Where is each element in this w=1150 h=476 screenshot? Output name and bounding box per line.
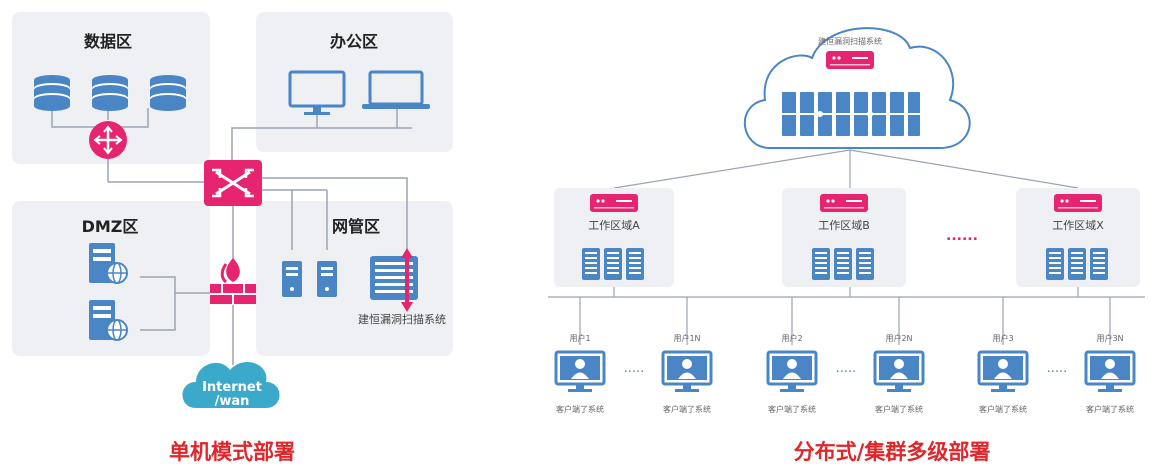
work-zone-label: 工作区域A: [588, 219, 640, 232]
work-zone-label: 工作区域B: [818, 219, 870, 232]
client-label: 客户端了系统: [1086, 404, 1134, 414]
database-icon: [34, 75, 70, 111]
client-label: 客户端了系统: [663, 404, 711, 414]
laptop-icon: [362, 70, 430, 109]
client-ellipsis: .....: [1047, 361, 1068, 376]
client-monitor-icon: [1084, 350, 1136, 394]
router-icon: [89, 121, 127, 159]
client-ellipsis: .....: [836, 361, 857, 376]
right-caption: 分布式/集群多级部署: [794, 440, 991, 464]
server-rack-icon: [812, 248, 874, 280]
client-label: 客户端了系统: [768, 404, 816, 414]
office-zone-title: 办公区: [330, 32, 378, 51]
cloud-scanner-label: 建恒漏洞扫描系统: [818, 36, 882, 46]
work-zone-a: 工作区域A: [554, 188, 674, 287]
client-ellipsis: .....: [624, 361, 645, 376]
user-label: 用户3: [992, 333, 1013, 343]
scanner-label: 建恒漏洞扫描系统: [358, 312, 446, 326]
server-rack-icon: [1046, 248, 1108, 280]
scanner-device-icon: [370, 248, 418, 312]
work-zone-label: 工作区域X: [1052, 219, 1104, 232]
single-mode-diagram: 数据区 办公区 DMZ区 网管区: [12, 12, 453, 464]
distributed-mode-diagram: 建恒漏洞扫描系统: [548, 27, 1145, 464]
client-monitor-icon: [873, 350, 925, 394]
client-label: 客户端了系统: [875, 404, 923, 414]
user-label: 用户1N: [673, 333, 700, 343]
client-monitor-icon: [554, 350, 606, 394]
left-caption: 单机模式部署: [169, 440, 295, 464]
user-label: 用户1: [569, 333, 590, 343]
appliance-icon: [1054, 194, 1102, 212]
client-monitor-icon: [977, 350, 1029, 394]
database-icon: [92, 75, 128, 111]
client-label: 客户端了系统: [556, 404, 604, 414]
wan-label: /wan: [215, 394, 250, 409]
office-zone: [256, 12, 453, 152]
netmgmt-zone: [256, 201, 453, 356]
client-monitor-icon: [766, 350, 818, 394]
client-monitor-icon: [661, 350, 713, 394]
scanner-appliance-icon: [826, 51, 874, 69]
netmgmt-zone-title: 网管区: [332, 217, 380, 236]
user-label: 用户2N: [885, 333, 912, 343]
data-zone-title: 数据区: [84, 32, 132, 51]
client-label: 客户端了系统: [979, 404, 1027, 414]
work-zone-x: 工作区域X: [1016, 188, 1140, 287]
server-rack-icon: [582, 248, 644, 280]
internet-label: Internet: [202, 380, 262, 395]
user-label: 用户2: [781, 333, 802, 343]
right-connection-lines: [548, 149, 1145, 345]
switch-icon: [204, 160, 262, 206]
appliance-icon: [590, 194, 638, 212]
appliance-icon: [820, 194, 868, 212]
server-cluster-icon: [780, 92, 922, 136]
left-connection-lines: [51, 108, 412, 365]
dmz-zone-title: DMZ区: [82, 217, 139, 236]
database-icon: [150, 75, 186, 111]
firewall-icon: [210, 258, 256, 304]
server-tower-icon: [317, 261, 337, 297]
zone-ellipsis: ......: [946, 228, 978, 244]
work-zone-b: 工作区域B: [782, 188, 906, 287]
user-label: 用户3N: [1096, 333, 1123, 343]
desktop-icon: [288, 70, 346, 115]
internet-cloud-icon: [182, 361, 280, 408]
server-tower-icon: [282, 261, 302, 297]
